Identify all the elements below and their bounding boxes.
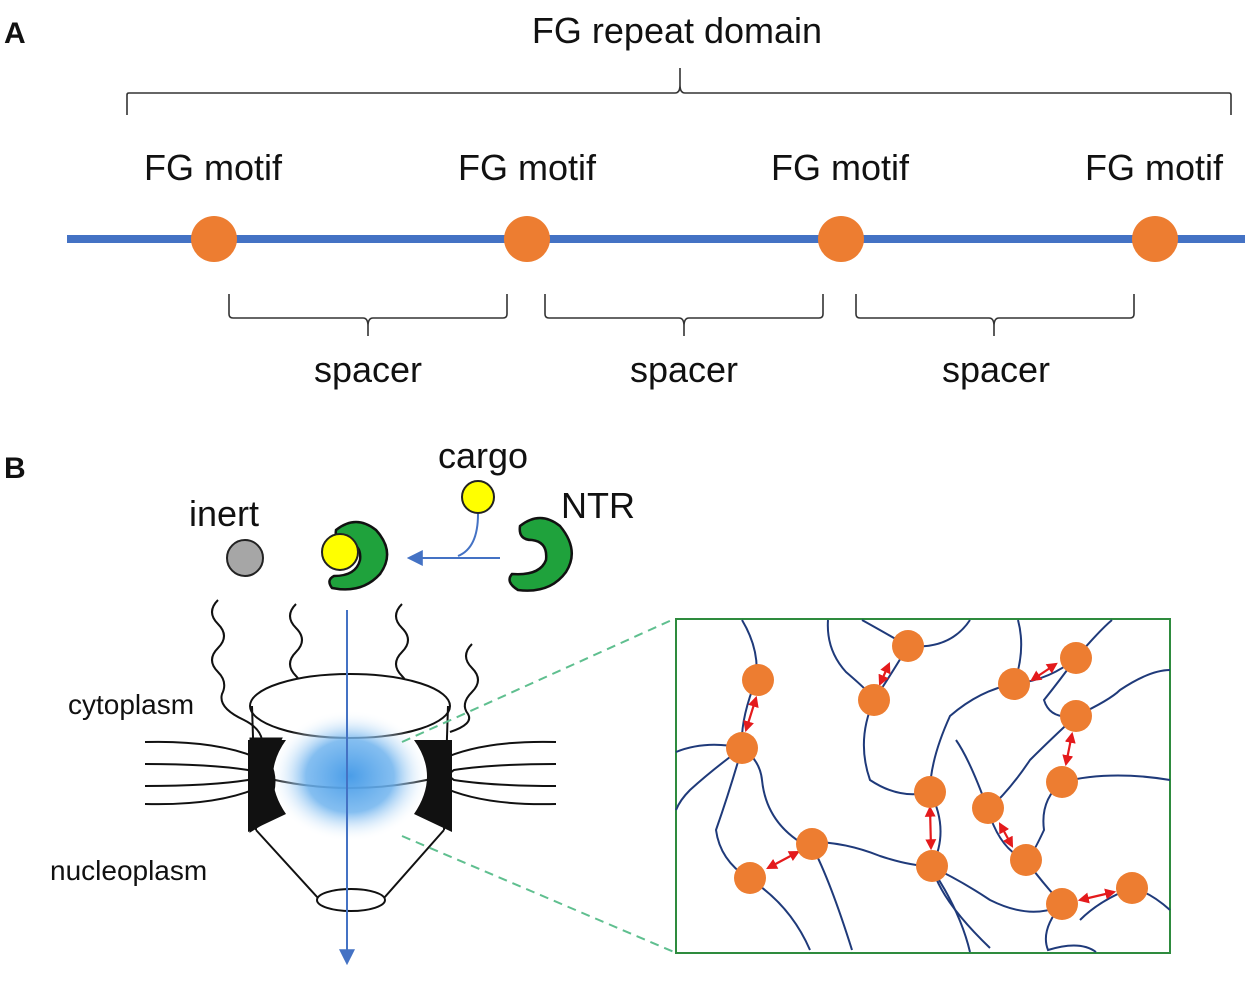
ntr-label: NTR xyxy=(561,485,635,526)
zoom-line-bottom xyxy=(401,835,675,953)
free-cargo xyxy=(461,480,495,514)
pore-basket-ring xyxy=(316,888,386,912)
free-ntr xyxy=(508,516,573,592)
bound-cargo xyxy=(321,533,359,571)
cytoplasm-label: cytoplasm xyxy=(68,689,194,720)
fg-phase-glow xyxy=(270,710,430,842)
panel-a: A FG repeat domain FG motif FG motif FG … xyxy=(4,10,1245,390)
inert-label: inert xyxy=(189,493,259,534)
nuclear-pore xyxy=(248,673,452,912)
fg-motif-dot-1 xyxy=(191,216,237,262)
spacer-label-1: spacer xyxy=(314,349,422,390)
inset-fg-beads xyxy=(726,630,1148,920)
spacer-label-2: spacer xyxy=(630,349,738,390)
nucleoplasm-label: nucleoplasm xyxy=(50,855,207,886)
zoom-line-top xyxy=(401,618,675,743)
panel-a-letter: A xyxy=(4,17,26,50)
fg-motif-dot-2 xyxy=(504,216,550,262)
fg-motif-label-3: FG motif xyxy=(771,147,910,188)
cargo-label: cargo xyxy=(438,435,528,476)
fg-motif-label-4: FG motif xyxy=(1085,147,1224,188)
panel-b-letter: B xyxy=(4,452,26,485)
cargo-join-line xyxy=(457,513,479,557)
fg-motif-dot-4 xyxy=(1132,216,1178,262)
spacer-brace-3 xyxy=(855,294,1135,336)
ntr-cargo-complex xyxy=(321,520,389,591)
fg-motif-dot-3 xyxy=(818,216,864,262)
inert-particle xyxy=(226,539,264,577)
inset-interactions xyxy=(743,661,1117,904)
spacer-brace-2 xyxy=(544,294,824,336)
pore-ring-left-body xyxy=(248,740,286,832)
fg-motif-label-2: FG motif xyxy=(458,147,597,188)
panel-b: B inert cargo NTR xyxy=(4,435,1171,966)
pore-ring-right-body xyxy=(414,740,452,832)
pore-basket xyxy=(255,829,445,899)
fg-mesh-inset xyxy=(675,618,1171,954)
spacer-brace-1 xyxy=(228,294,508,336)
fg-motif-label-1: FG motif xyxy=(144,147,283,188)
spacer-label-3: spacer xyxy=(942,349,1050,390)
fg-repeat-domain-title: FG repeat domain xyxy=(532,10,822,51)
domain-brace xyxy=(126,68,1232,115)
